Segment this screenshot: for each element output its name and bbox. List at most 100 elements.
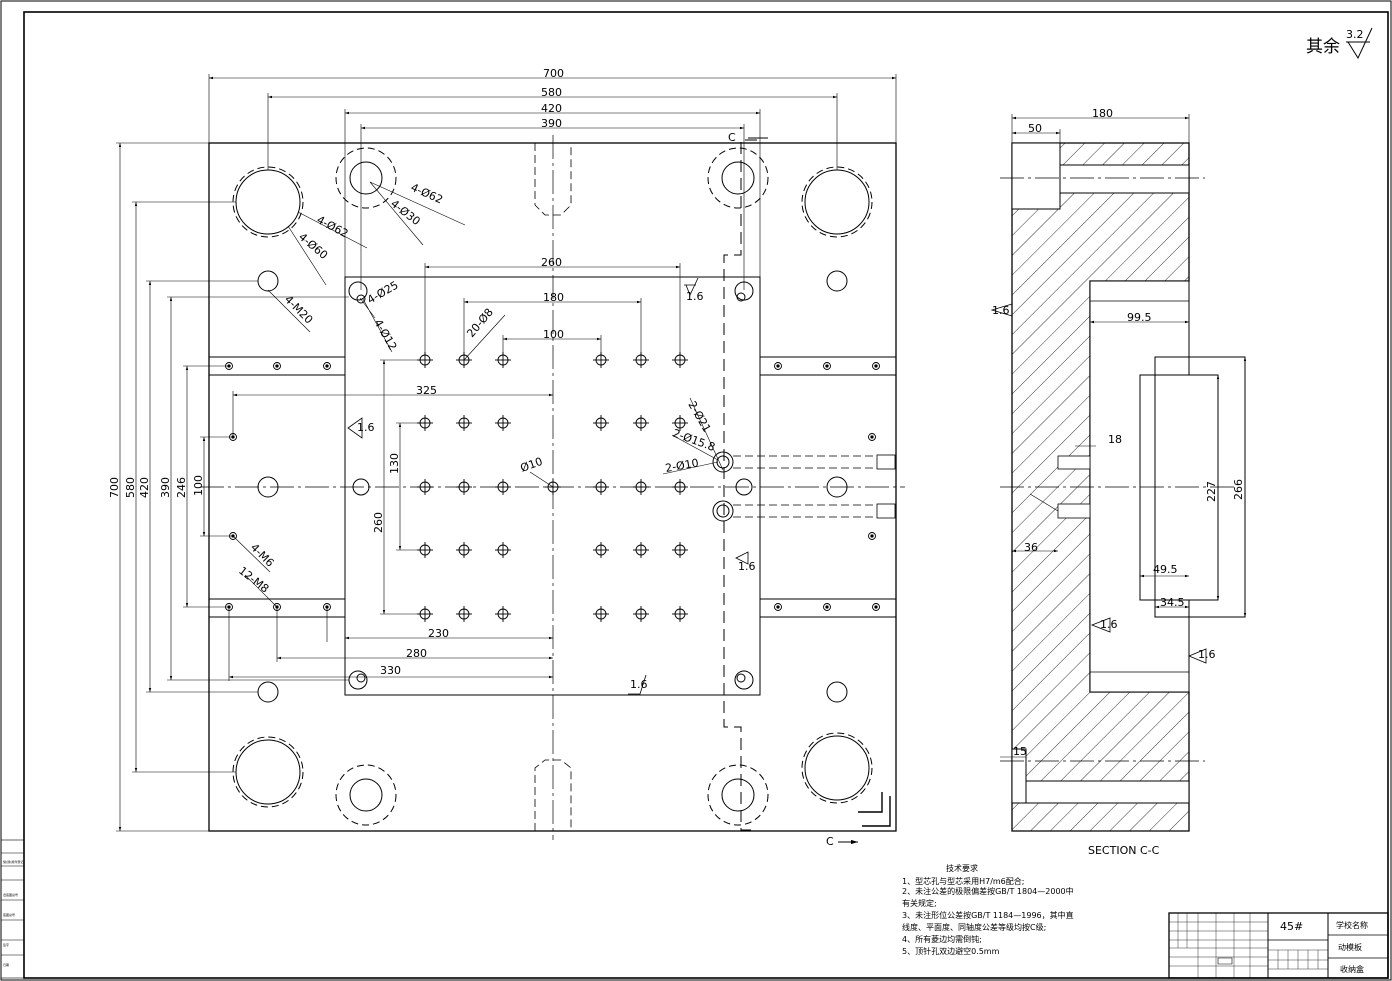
tapped-hole-centre xyxy=(870,435,874,439)
dim-w325: 325 xyxy=(416,384,437,397)
callout-2: 4-Ø30 xyxy=(388,197,423,228)
sheet-frame xyxy=(23,11,1389,979)
tapped-hole-centre xyxy=(325,364,329,368)
ra-sec-1: 1.6 xyxy=(992,304,1010,317)
ejector-hole xyxy=(672,542,688,558)
tapped-hole xyxy=(273,362,281,370)
dim-h100: 100 xyxy=(192,475,205,496)
ejector-hole xyxy=(495,542,511,558)
callout-10: 2-Ø15.8 xyxy=(671,427,717,454)
sec-w50: 50 xyxy=(1028,122,1042,135)
dim-h700: 700 xyxy=(108,477,121,498)
callout-1: 4-Ø62 xyxy=(409,181,445,207)
tapped-hole-centre xyxy=(870,534,874,538)
binding-strip xyxy=(0,839,25,979)
ejector-hole xyxy=(456,479,472,495)
roughness-marks-front xyxy=(347,277,749,695)
strip-text-1: 借(通)用件登记 xyxy=(3,859,23,864)
tapped-hole-centre xyxy=(874,364,878,368)
ejector-hole xyxy=(593,542,609,558)
tapped-hole xyxy=(774,362,782,370)
callout-5: 4-M20 xyxy=(282,293,316,327)
ejector-hole xyxy=(633,415,649,431)
sec-h266: 266 xyxy=(1232,479,1245,500)
tapped-hole-centre xyxy=(776,605,780,609)
tapped-hole xyxy=(823,603,831,611)
ejector-hole xyxy=(456,415,472,431)
callout-13: 4-M6 xyxy=(248,541,277,570)
leader-lines xyxy=(232,181,724,608)
ejector-hole xyxy=(672,415,688,431)
dim-w100: 100 xyxy=(543,328,564,341)
tech-item-2: 2、未注公差的极限偏差按GB/T 1804—2000中 xyxy=(902,886,1074,896)
title-block xyxy=(1168,912,1389,979)
tapped-hole xyxy=(323,362,331,370)
front-view xyxy=(200,135,905,840)
tapped-hole-centre xyxy=(825,364,829,368)
dim-w330: 330 xyxy=(380,664,401,677)
dim-w180: 180 xyxy=(543,291,564,304)
dim-h390: 390 xyxy=(159,477,172,498)
dim-w420: 420 xyxy=(541,102,562,115)
dim-h130: 130 xyxy=(388,453,401,474)
ra-front-4: 1.6 xyxy=(630,678,648,691)
section-marker xyxy=(748,137,858,845)
tapped-hole xyxy=(872,362,880,370)
dim-h260: 260 xyxy=(372,512,385,533)
tapped-hole-centre xyxy=(776,364,780,368)
tb-product: 收纳盒 xyxy=(1340,964,1364,974)
section-view xyxy=(990,114,1247,832)
tb-part: 动模板 xyxy=(1338,942,1362,952)
ejector-hole xyxy=(417,479,433,495)
guide-holes xyxy=(232,147,873,826)
ra-sec-2: 1.6 xyxy=(1100,618,1118,631)
callout-12: Ø10 xyxy=(519,455,545,475)
tech-requirements: 技术要求 1、型芯孔与型芯采用H7/m6配合; 2、未注公差的极限偏差按GB/T… xyxy=(902,863,1074,956)
ra-front-2: 1.6 xyxy=(357,421,375,434)
dim-w700: 700 xyxy=(543,67,564,80)
front-dimensions xyxy=(116,74,897,832)
tapped-hole-centre xyxy=(275,364,279,368)
ra-sec-3: 1.6 xyxy=(1198,648,1216,661)
sec-w99: 99.5 xyxy=(1127,311,1152,324)
tech-item-7: 5、顶针孔双边避空0.5mm xyxy=(902,946,1000,956)
sec-d18: 18 xyxy=(1108,433,1122,446)
strip-text-4: 签字 xyxy=(3,942,9,947)
callout-8: 20-Ø8 xyxy=(464,306,496,340)
ejector-hole xyxy=(633,606,649,622)
section-label-bottom: C xyxy=(826,835,834,848)
ejector-hole xyxy=(456,542,472,558)
sec-w180: 180 xyxy=(1092,107,1113,120)
hole-callouts: 4-Ø62 4-Ø30 4-Ø62 4-Ø60 4-M20 4-Ø25 4-Ø1… xyxy=(236,181,717,596)
ejector-hole xyxy=(495,479,511,495)
ejector-hole xyxy=(456,606,472,622)
tapped-hole xyxy=(774,603,782,611)
sec-d36: 36 xyxy=(1024,541,1038,554)
ejector-hole xyxy=(633,542,649,558)
tech-item-6: 4、所有菱边均需倒钝; xyxy=(902,934,982,944)
ejector-hole xyxy=(672,606,688,622)
dim-w260: 260 xyxy=(541,256,562,269)
tapped-hole xyxy=(872,603,880,611)
dim-w580: 580 xyxy=(541,86,562,99)
roughness-prefix: 其余 xyxy=(1306,37,1340,57)
ejector-hole xyxy=(593,479,609,495)
dim-h246: 246 xyxy=(175,477,188,498)
tapped-hole xyxy=(868,532,876,540)
sec-d15: 15 xyxy=(1013,745,1027,758)
dim-w230: 230 xyxy=(428,627,449,640)
ejector-hole xyxy=(633,479,649,495)
strip-text-2: 旧底图总号 xyxy=(3,892,18,897)
section-title: SECTION C-C xyxy=(1088,844,1160,857)
tb-material: 45# xyxy=(1280,920,1303,933)
ra-front-3: 1.6 xyxy=(738,560,756,573)
tapped-hole-centre xyxy=(825,605,829,609)
callout-7: 4-Ø12 xyxy=(371,317,399,353)
tapped-hole-centre xyxy=(874,605,878,609)
roughness-note: 其余 3.2 xyxy=(1306,27,1373,60)
sec-h227: 227 xyxy=(1205,481,1218,502)
strip-text-5: 日期 xyxy=(3,962,9,967)
callout-11: 2-Ø10 xyxy=(664,456,699,475)
